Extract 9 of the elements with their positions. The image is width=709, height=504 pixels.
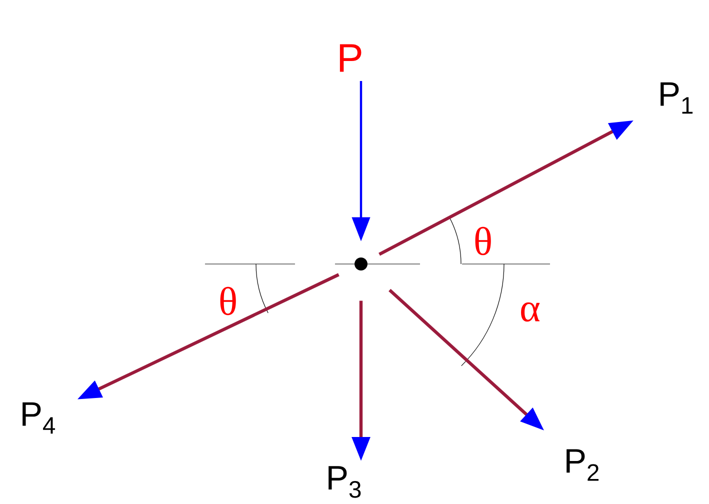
point-label: P$_{2}$ xyxy=(566,449,599,481)
point-label: P$_{1}$ xyxy=(660,82,693,114)
point-label: P$_{4}$ xyxy=(22,402,56,434)
angle-label: θ xyxy=(475,226,491,256)
angle-label: θ xyxy=(220,286,236,316)
angle-label: α xyxy=(521,302,540,322)
point-label: P$_{3}$ xyxy=(328,466,361,498)
point-label: P xyxy=(340,44,362,72)
center-dot xyxy=(354,258,368,270)
